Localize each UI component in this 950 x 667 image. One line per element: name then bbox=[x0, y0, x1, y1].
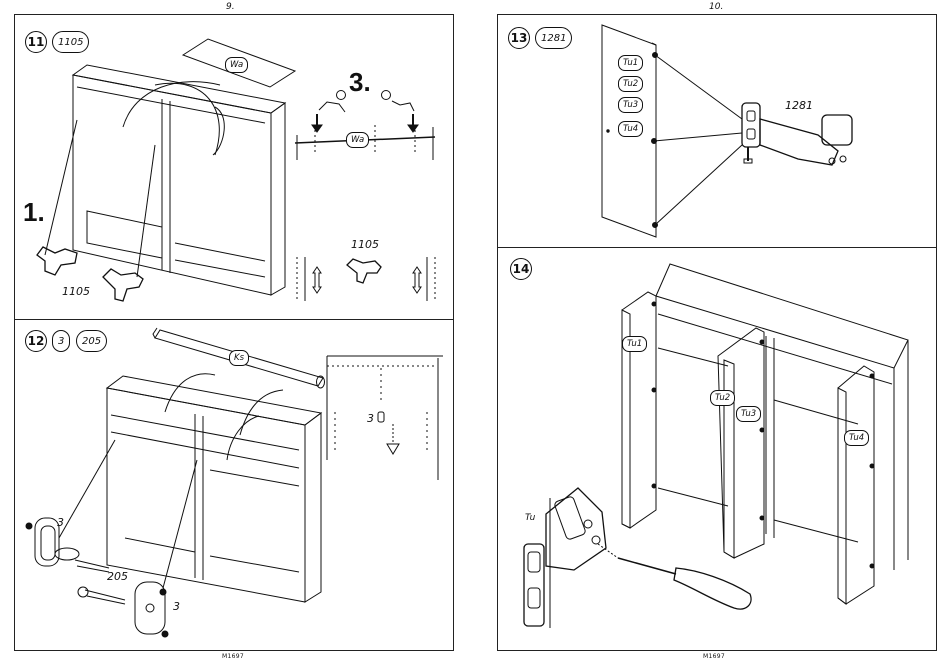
hinge-label-1281: 1281 bbox=[785, 99, 813, 112]
step-12-panel: 12 3 205 Ks 3 205 3 3 bbox=[14, 319, 454, 651]
step-14-panel: 14 Tu1 Tu2 Tu3 Tu4 Tu bbox=[497, 247, 937, 651]
door-tag-tu1: Tu1 bbox=[618, 55, 643, 71]
door-tag-tu4: Tu4 bbox=[618, 121, 643, 137]
detail-panel-tag: Wa bbox=[346, 132, 369, 148]
fitting-label-upper: 1105 bbox=[351, 238, 379, 251]
step-13-illustration bbox=[498, 15, 937, 248]
door-tag-tu1: Tu1 bbox=[622, 336, 647, 352]
step-11-panel: 11 1105 Wa Wa 3. 1. 1105 1105 bbox=[14, 14, 454, 320]
bracket-label-3: 3 bbox=[57, 516, 64, 529]
step-12-part-badge-b: 205 bbox=[76, 330, 107, 352]
fitting-label-lower: 1105 bbox=[62, 285, 90, 298]
detail-label-3: 3 bbox=[367, 412, 374, 425]
step-14-number: 14 bbox=[510, 258, 532, 280]
right-footer-code: M1697 bbox=[703, 653, 725, 660]
step-12-illustration bbox=[15, 320, 454, 651]
door-tag-tu3: Tu3 bbox=[618, 97, 643, 113]
step-14-illustration bbox=[498, 248, 937, 651]
hinge-label-tu: Tu bbox=[525, 513, 535, 523]
left-page-number: 9. bbox=[226, 2, 235, 12]
left-footer-code: M1697 bbox=[222, 653, 244, 660]
substep-1-marker: 1. bbox=[23, 197, 45, 228]
door-tag-tu4: Tu4 bbox=[844, 430, 869, 446]
bracket-label-3-bottom: 3 bbox=[173, 600, 180, 613]
right-page-number: 10. bbox=[709, 2, 723, 12]
step-12-number: 12 bbox=[25, 330, 47, 352]
door-tag-tu2: Tu2 bbox=[618, 76, 643, 92]
step-13-number: 13 bbox=[508, 27, 530, 49]
door-tag-tu3: Tu3 bbox=[736, 406, 761, 422]
step-13-part-badge: 1281 bbox=[535, 27, 572, 49]
step-12-part-badge-a: 3 bbox=[52, 330, 70, 352]
rod-tag: Ks bbox=[229, 350, 249, 366]
step-13-panel: 13 1281 Tu1 Tu2 Tu3 Tu4 1281 bbox=[497, 14, 937, 248]
screw-label-205: 205 bbox=[107, 570, 128, 583]
door-tag-tu2: Tu2 bbox=[710, 390, 735, 406]
top-panel-tag: Wa bbox=[225, 57, 248, 73]
substep-3-marker: 3. bbox=[349, 67, 371, 98]
step-11-number: 11 bbox=[25, 31, 47, 53]
step-11-part-badge: 1105 bbox=[52, 31, 89, 53]
